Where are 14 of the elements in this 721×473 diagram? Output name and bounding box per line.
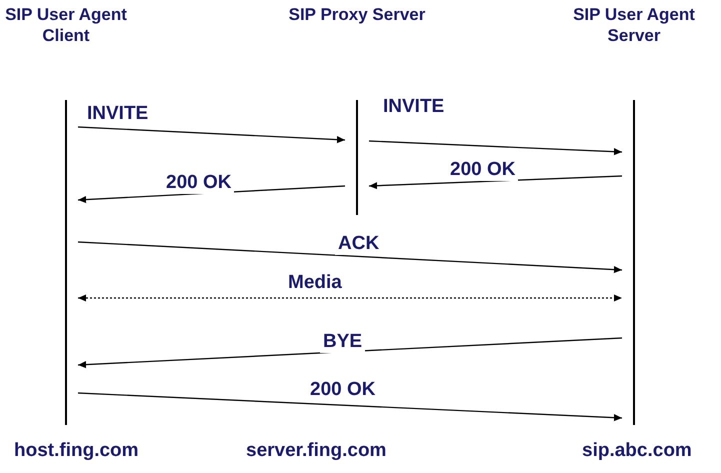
edge-label: BYE: [320, 331, 366, 353]
message-arrow: [78, 126, 346, 144]
message-arrow: [78, 337, 622, 368]
participant-label: SIP User Agent Client: [4, 4, 128, 46]
message-arrow: [368, 140, 622, 156]
message-arrow: [78, 294, 622, 302]
message-arrow: [78, 241, 622, 274]
host-name: host.fing.com: [14, 440, 139, 462]
participant-label: SIP Proxy Server: [288, 4, 426, 25]
participant-label: SIP User Agent Server: [572, 4, 696, 46]
message-arrow: [78, 392, 622, 422]
host-name: server.fing.com: [246, 440, 386, 462]
host-name: sip.abc.com: [582, 440, 692, 462]
message-arrow: [368, 175, 622, 190]
